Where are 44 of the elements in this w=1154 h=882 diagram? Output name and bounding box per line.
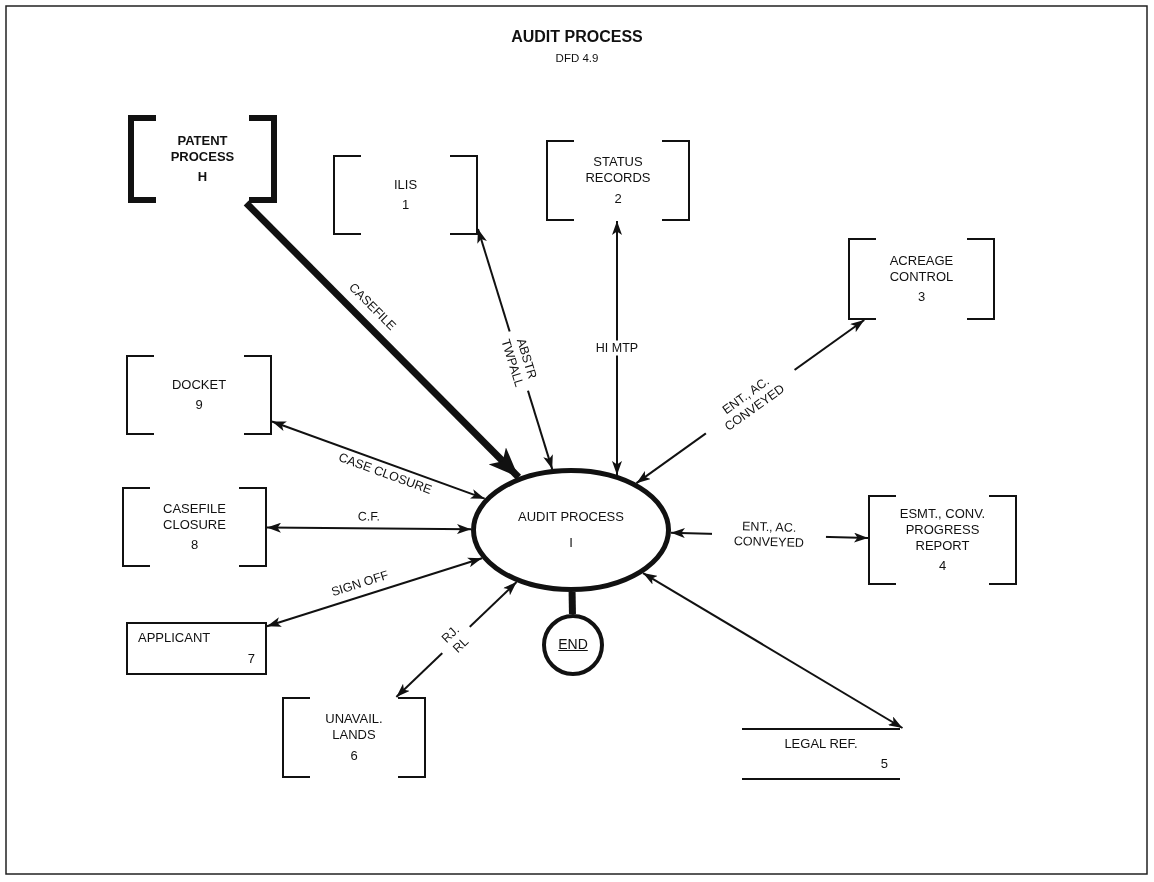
node-number: 4 <box>937 558 948 575</box>
node-name: DOCKET <box>170 376 228 393</box>
node-number: 9 <box>194 397 204 414</box>
double-arrow <box>266 522 472 535</box>
node-name: END <box>558 636 588 654</box>
node-number: H <box>196 169 209 186</box>
external-entity <box>126 622 267 675</box>
external-entity <box>128 115 277 203</box>
node-number: 7 <box>247 650 255 667</box>
node-number: 6 <box>349 747 359 764</box>
external-entity <box>868 495 1017 585</box>
double-arrow <box>271 420 486 500</box>
node-number: 8 <box>189 537 200 554</box>
external-entity <box>122 487 267 567</box>
external-entity <box>848 238 995 320</box>
node-number: 1 <box>400 197 411 214</box>
terminator-circle <box>542 614 604 676</box>
data-store <box>742 728 900 780</box>
node-name: ESMT., CONV. PROGRESS REPORT <box>898 505 987 555</box>
node-name: ILIS <box>392 176 419 193</box>
node-name: APPLICANT <box>138 630 211 647</box>
diagram-subtitle: DFD 4.9 <box>555 52 599 64</box>
diagram-title: AUDIT PROCESS <box>511 28 643 46</box>
process-ellipse <box>471 468 671 592</box>
double-arrow <box>642 572 904 729</box>
external-entity <box>282 697 426 778</box>
double-arrow <box>612 220 622 476</box>
connector-line <box>568 591 576 615</box>
node-number: 2 <box>613 190 623 207</box>
external-entity <box>126 355 272 435</box>
node-name: AUDIT PROCESS <box>518 508 624 525</box>
node-number: I <box>569 535 573 552</box>
arrow <box>243 200 522 480</box>
node-name: UNAVAIL. LANDS <box>324 711 384 744</box>
node-name: LEGAL REF. <box>784 735 858 752</box>
external-entity <box>546 140 690 221</box>
node-name: CASEFILE CLOSURE <box>162 500 227 534</box>
double-arrow <box>266 557 483 628</box>
node-number: 5 <box>880 756 888 773</box>
node-name: STATUS RECORDS <box>584 154 652 187</box>
node-number: 3 <box>916 289 927 306</box>
node-name: ACREAGE CONTROL <box>888 252 955 286</box>
node-name: PATENT PROCESS <box>169 132 236 166</box>
external-entity <box>333 155 478 235</box>
